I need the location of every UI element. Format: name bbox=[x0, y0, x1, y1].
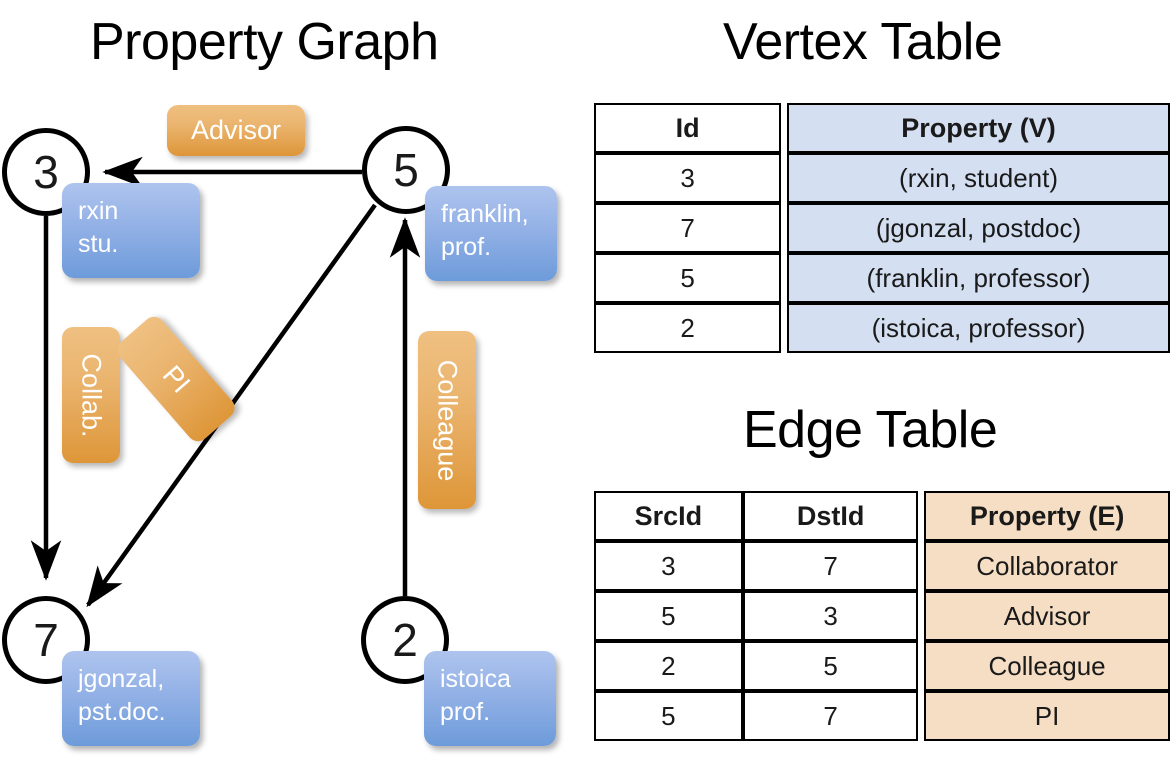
property-graph-diagram: 3 5 7 2 rxin stu. franklin, prof. jgonza… bbox=[0, 0, 580, 760]
edge-label-collab-text: Collab. bbox=[76, 352, 107, 438]
vertex-table: Id Property (V) 3 (rxin, student) 7 (jgo… bbox=[594, 103, 1170, 353]
column-separator bbox=[781, 253, 788, 303]
graph-node-2[interactable]: 2 bbox=[361, 596, 449, 684]
vertex-cell-id: 7 bbox=[594, 203, 782, 253]
edge-cell-property: Colleague bbox=[924, 641, 1170, 691]
column-separator bbox=[918, 691, 925, 741]
table-header-row: Id Property (V) bbox=[594, 103, 1170, 153]
edge-cell-property: PI bbox=[924, 691, 1170, 741]
edge-cell-srcid: 5 bbox=[594, 691, 743, 741]
edge-cell-property: Advisor bbox=[924, 591, 1170, 641]
vertex-cell-property: (jgonzal, postdoc) bbox=[787, 203, 1170, 253]
edge-table: SrcId DstId Property (E) 3 7 Collaborato… bbox=[594, 491, 1170, 741]
column-separator bbox=[918, 641, 925, 691]
table-row: 5 (franklin, professor) bbox=[594, 253, 1170, 303]
graph-node-5[interactable]: 5 bbox=[362, 126, 450, 214]
edge-header-property: Property (E) bbox=[924, 491, 1170, 541]
column-separator bbox=[781, 103, 788, 153]
edge-label-advisor: Advisor bbox=[167, 105, 305, 156]
node-property-box-rxin: rxin stu. bbox=[62, 183, 200, 278]
table-header-row: SrcId DstId Property (E) bbox=[594, 491, 1170, 541]
node-property-box-jgonzal: jgonzal, pst.doc. bbox=[62, 651, 200, 746]
edge-cell-property: Collaborator bbox=[924, 541, 1170, 591]
table-row: 5 3 Advisor bbox=[594, 591, 1170, 641]
edge-label-advisor-text: Advisor bbox=[190, 115, 282, 145]
edge-header-dstid: DstId bbox=[742, 491, 919, 541]
vertex-cell-property: (franklin, professor) bbox=[787, 253, 1170, 303]
edge-label-colleague: Colleague bbox=[418, 331, 476, 509]
vertex-cell-property: (istoica, professor) bbox=[787, 303, 1170, 353]
page-title-edge-table: Edge Table bbox=[743, 401, 998, 459]
vertex-header-id: Id bbox=[594, 103, 782, 153]
vertex-cell-id: 3 bbox=[594, 153, 782, 203]
edge-cell-dstid: 7 bbox=[742, 691, 919, 741]
table-row: 5 7 PI bbox=[594, 691, 1170, 741]
vertex-cell-id: 2 bbox=[594, 303, 782, 353]
edge-header-srcid: SrcId bbox=[594, 491, 743, 541]
node-property-box-istoica: istoica prof. bbox=[424, 651, 556, 746]
column-separator bbox=[781, 153, 788, 203]
table-row: 2 5 Colleague bbox=[594, 641, 1170, 691]
edge-cell-srcid: 5 bbox=[594, 591, 743, 641]
column-separator bbox=[918, 591, 925, 641]
table-row: 3 7 Collaborator bbox=[594, 541, 1170, 591]
vertex-header-property: Property (V) bbox=[787, 103, 1170, 153]
edge-cell-srcid: 2 bbox=[594, 641, 743, 691]
table-row: 7 (jgonzal, postdoc) bbox=[594, 203, 1170, 253]
column-separator bbox=[918, 541, 925, 591]
page-title-vertex-table: Vertex Table bbox=[723, 13, 1003, 71]
edge-cell-dstid: 5 bbox=[742, 641, 919, 691]
vertex-cell-id: 5 bbox=[594, 253, 782, 303]
column-separator bbox=[918, 491, 925, 541]
edge-cell-dstid: 7 bbox=[742, 541, 919, 591]
edge-label-pi-text: PI bbox=[156, 359, 197, 399]
column-separator bbox=[781, 303, 788, 353]
vertex-cell-property: (rxin, student) bbox=[787, 153, 1170, 203]
table-row: 2 (istoica, professor) bbox=[594, 303, 1170, 353]
edge-label-collab: Collab. bbox=[62, 327, 120, 463]
table-row: 3 (rxin, student) bbox=[594, 153, 1170, 203]
edge-cell-srcid: 3 bbox=[594, 541, 743, 591]
page-title-property-graph: Property Graph bbox=[90, 13, 439, 71]
edge-cell-dstid: 3 bbox=[742, 591, 919, 641]
edge-label-colleague-text: Colleague bbox=[432, 359, 463, 481]
column-separator bbox=[781, 203, 788, 253]
node-property-box-franklin: franklin, prof. bbox=[425, 186, 557, 281]
